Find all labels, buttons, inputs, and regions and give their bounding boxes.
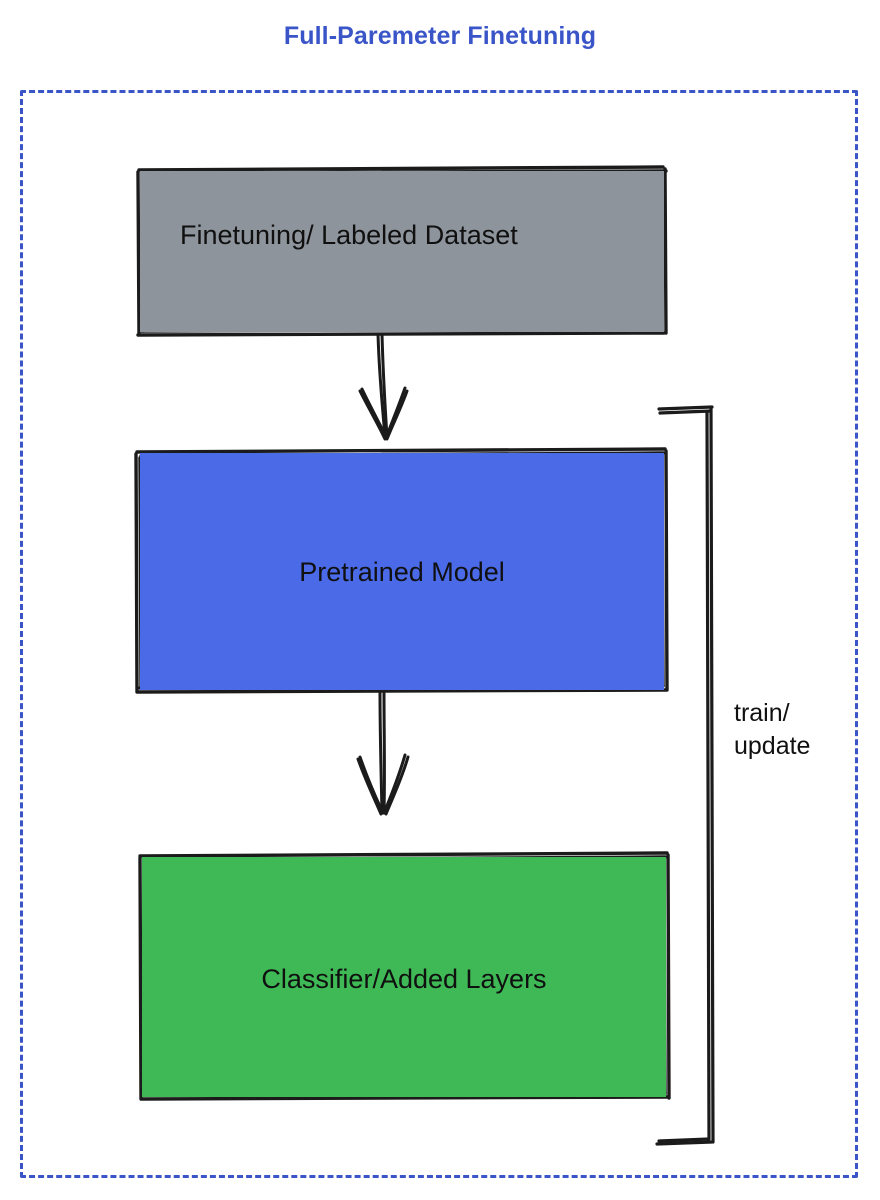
node-pretrained-model[interactable]: Pretrained Model (140, 453, 664, 690)
page-title: Full-Paremeter Finetuning (283, 22, 597, 50)
node-pretrained-model-label: Pretrained Model (299, 556, 505, 587)
dashed-boundary-frame (20, 90, 858, 1178)
edge-label-train-update: train/ update (734, 699, 811, 760)
node-dataset-label: Finetuning/ Labeled Dataset (180, 220, 518, 250)
node-dataset[interactable]: Finetuning/ Labeled Dataset (140, 171, 664, 332)
node-classifier-added-layers[interactable]: Classifier/Added Layers (142, 857, 666, 1097)
node-classifier-added-layers-label: Classifier/Added Layers (261, 964, 547, 995)
